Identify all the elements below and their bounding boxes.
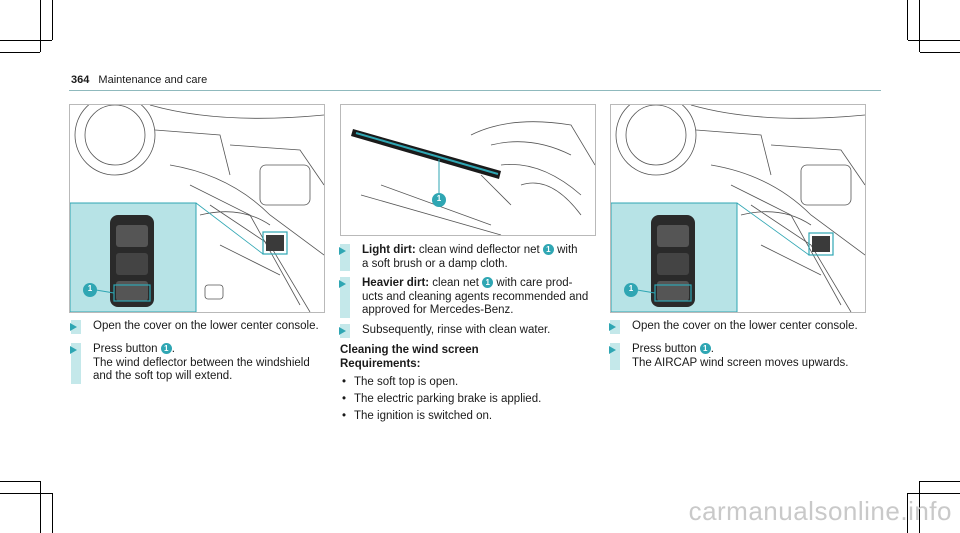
- deflector-illustration: [351, 121, 595, 235]
- step-arrow-icon: [70, 346, 77, 354]
- step-text: Open the cover on the lower center conso…: [93, 320, 319, 332]
- list-item: The soft top is open.: [342, 374, 541, 391]
- crop-mark: [908, 40, 960, 41]
- crop-mark: [907, 0, 908, 40]
- instruction-step: Open the cover on the lower center conso…: [609, 320, 894, 334]
- watermark: carmanualsonline.info: [688, 496, 952, 526]
- step-text: clean net: [429, 277, 479, 289]
- instruction-step: Heavier dirt: clean net 1 with care prod…: [339, 277, 614, 318]
- step-highlight: [610, 343, 620, 370]
- crop-mark: [920, 481, 960, 482]
- callout-1: 1: [87, 284, 93, 293]
- step-highlight: [71, 343, 81, 384]
- step-text: Open the cover on the lower center conso…: [632, 320, 858, 332]
- callout-1-badge: 1: [542, 244, 554, 255]
- callout-1: 1: [628, 284, 634, 293]
- step-arrow-icon: [609, 346, 616, 354]
- list-item: The ignition is switched on.: [342, 408, 541, 425]
- section-subheading: Cleaning the wind screen Requirements:: [340, 344, 479, 371]
- callout-1-badge: 1: [160, 343, 172, 354]
- step-highlight: [340, 277, 350, 318]
- step-text: Press button: [93, 343, 158, 355]
- step-text-line: and the soft top will extend.: [93, 370, 233, 382]
- crop-mark: [920, 52, 960, 53]
- instruction-step: Press button 1. The AIRCAP wind screen m…: [609, 343, 894, 370]
- crop-mark: [0, 493, 52, 494]
- step-text-end: .: [710, 343, 714, 355]
- figure-center-console-aircap: 1: [610, 104, 866, 313]
- requirements-list: The soft top is open. The electric parki…: [342, 374, 541, 425]
- figure-center-console: 1: [69, 104, 325, 313]
- step-text-end: with care prod-: [493, 277, 573, 289]
- list-item: The electric parking brake is applied.: [342, 391, 541, 408]
- step-text-line: The AIRCAP wind screen moves upwards.: [632, 356, 849, 369]
- instruction-step: Press button 1. The wind deflector betwe…: [70, 343, 345, 384]
- crop-mark: [40, 481, 41, 533]
- callout-1-badge: 1: [482, 277, 494, 288]
- header-rule: [69, 90, 881, 91]
- instruction-step: Light dirt: clean wind deflector net 1 w…: [339, 244, 614, 271]
- subheading-title: Cleaning the wind screen: [340, 344, 479, 356]
- step-arrow-icon: [339, 280, 346, 288]
- step-label: Light dirt:: [362, 244, 416, 256]
- console-illustration: [611, 105, 865, 312]
- requirements-label: Requirements:: [340, 357, 421, 370]
- step-text: Subsequently, rinse with clean water.: [362, 324, 551, 336]
- page-header: 364 Maintenance and care: [71, 74, 207, 86]
- step-text-line: approved for Mercedes-Benz.: [362, 304, 514, 316]
- instruction-step: Subsequently, rinse with clean water.: [339, 324, 614, 338]
- step-arrow-icon: [339, 247, 346, 255]
- crop-mark: [907, 493, 908, 533]
- crop-mark: [0, 52, 40, 53]
- section-title: Maintenance and care: [98, 74, 208, 86]
- crop-mark: [0, 40, 52, 41]
- step-arrow-icon: [339, 327, 346, 335]
- step-highlight: [340, 244, 350, 271]
- console-illustration: [70, 105, 324, 312]
- step-text-line: a soft brush or a damp cloth.: [362, 257, 508, 270]
- step-text-line: The wind deflector between the windshiel…: [93, 356, 310, 369]
- callout-1: 1: [436, 194, 442, 203]
- crop-mark: [52, 493, 53, 533]
- step-text: clean wind deflector net: [415, 244, 540, 256]
- step-text-end: with: [553, 244, 578, 256]
- crop-mark: [52, 0, 53, 40]
- figure-wind-deflector: 1: [340, 104, 596, 236]
- crop-mark: [919, 0, 920, 52]
- step-label: Heavier dirt:: [362, 277, 430, 289]
- step-text-end: .: [171, 343, 175, 355]
- instruction-step: Open the cover on the lower center conso…: [70, 320, 345, 334]
- crop-mark: [40, 0, 41, 52]
- callout-1-badge: 1: [699, 343, 711, 354]
- page-number: 364: [71, 74, 90, 86]
- crop-mark: [919, 481, 920, 533]
- step-text: Press button: [632, 343, 697, 355]
- step-arrow-icon: [70, 323, 77, 331]
- crop-mark: [0, 481, 40, 482]
- crop-mark: [908, 493, 960, 494]
- step-arrow-icon: [609, 323, 616, 331]
- step-text-line: ucts and cleaning agents recommended and: [362, 290, 589, 303]
